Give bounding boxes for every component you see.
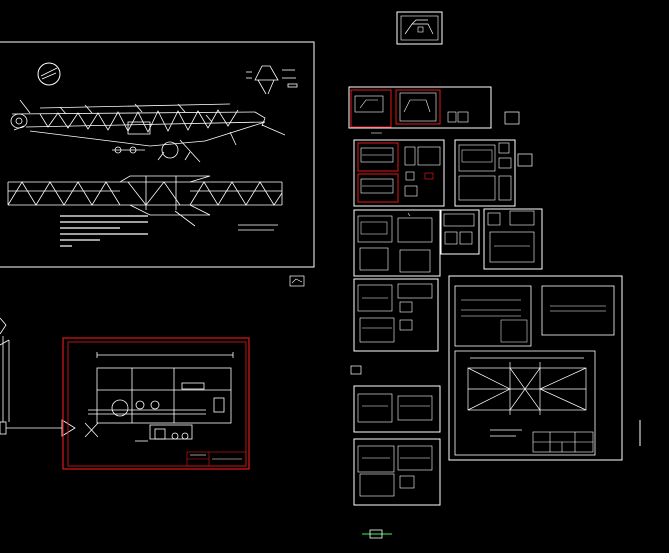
horizontal-truss-elevation <box>7 175 283 227</box>
detail-bracket-topright <box>246 65 298 95</box>
ucs-marker-icon <box>362 529 392 539</box>
red-assembly-sheet[interactable] <box>62 337 250 470</box>
sheet-group-8[interactable] <box>353 385 441 433</box>
title-block-right <box>532 431 594 453</box>
sheet-group-9[interactable] <box>353 438 441 506</box>
left-edge-structure <box>0 317 76 437</box>
small-box-1[interactable] <box>504 111 520 125</box>
main-sheet-conveyor[interactable] <box>0 41 315 268</box>
plan-view-truss <box>467 357 587 437</box>
sheet-group-4[interactable] <box>353 209 441 277</box>
large-detail-sheet[interactable] <box>448 275 623 461</box>
sheet-group-7[interactable] <box>353 278 439 352</box>
sheet-group-1[interactable] <box>348 86 492 129</box>
detail-circle <box>37 62 61 86</box>
sheet-group-6[interactable] <box>483 208 543 270</box>
inclined-conveyor-truss <box>10 99 286 163</box>
small-label-box-mid-left[interactable] <box>289 275 305 287</box>
sheet-group-3[interactable] <box>454 139 516 207</box>
small-box-2[interactable] <box>517 153 533 167</box>
sheet-group-2[interactable] <box>353 139 445 207</box>
title-block-red <box>186 451 247 467</box>
thumbnail-sheet-top[interactable] <box>396 11 443 45</box>
small-box-3[interactable] <box>350 365 362 375</box>
notes-block <box>60 215 278 247</box>
sheet-group-5[interactable] <box>440 209 480 255</box>
